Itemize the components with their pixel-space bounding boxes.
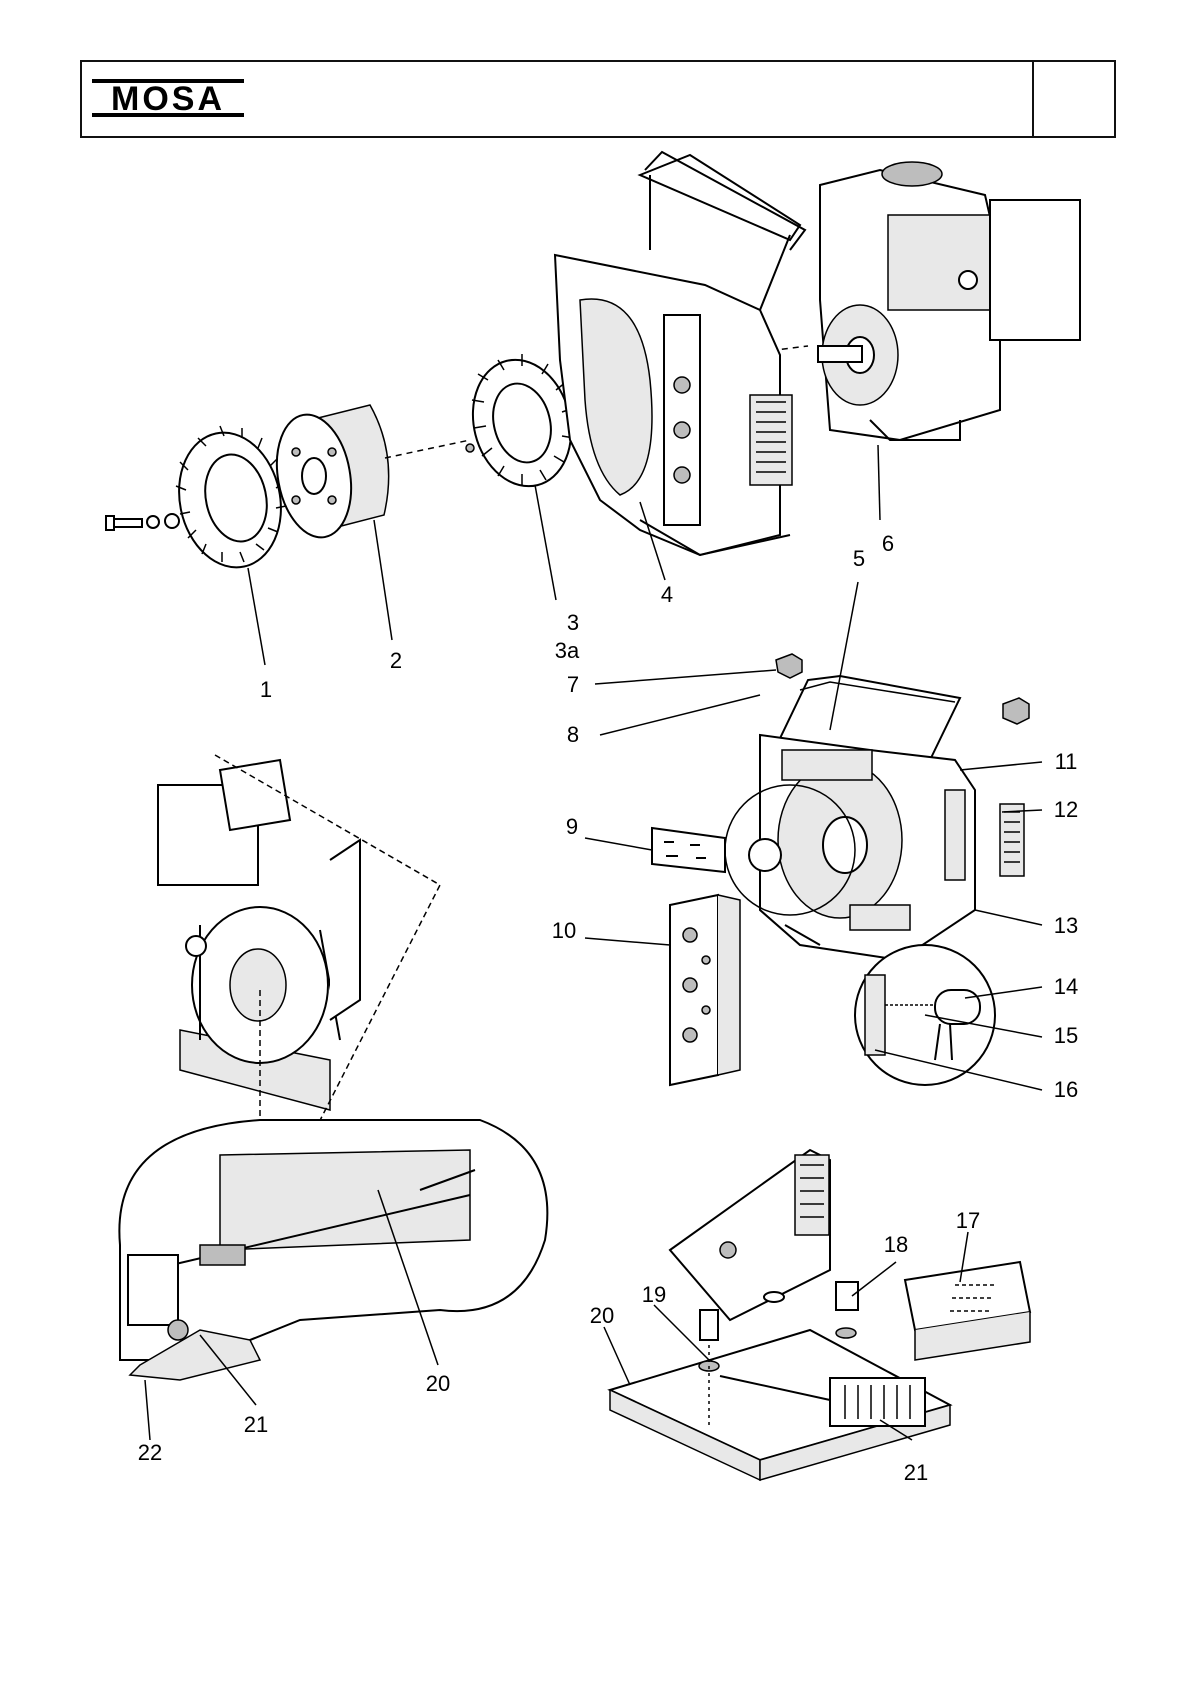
callout-10: 10 — [552, 918, 576, 943]
callout-1: 1 — [260, 677, 272, 702]
logo-graphic: MOSA — [92, 79, 244, 118]
callout-6: 6 — [882, 531, 894, 556]
callout-11: 11 — [1055, 749, 1078, 774]
callout-20-base: 20 — [590, 1303, 614, 1328]
zoom-detail-drawing — [118, 1119, 549, 1381]
callout-22: 22 — [138, 1440, 162, 1465]
assembled-unit-drawing — [157, 758, 361, 1111]
terminal-cover-drawing — [903, 1260, 1032, 1361]
header-divider — [1032, 62, 1034, 136]
callout-18: 18 — [884, 1232, 908, 1257]
leader-lines — [144, 444, 1043, 1441]
callout-2: 2 — [390, 648, 402, 673]
vent-grille-drawing — [999, 803, 1025, 877]
engine-drawing — [817, 161, 1081, 442]
callout-16: 16 — [1054, 1077, 1078, 1102]
page-header: MOSA — [80, 60, 1116, 138]
callout-9: 9 — [566, 814, 578, 839]
callout-20-detail: 20 — [426, 1371, 450, 1396]
callout-13: 13 — [1054, 913, 1078, 938]
mosa-logo: MOSA — [92, 68, 244, 124]
base-mounting-drawing — [607, 1148, 953, 1482]
callout-8: 8 — [567, 722, 579, 747]
callout-12: 12 — [1054, 797, 1078, 822]
callout-19: 19 — [642, 1282, 666, 1307]
cap-nuts-drawing — [775, 653, 1030, 725]
callout-14: 14 — [1054, 974, 1078, 999]
callout-3a: 3a — [555, 638, 580, 663]
callout-3: 3 — [567, 610, 579, 635]
handle-frame-drawing — [748, 674, 976, 962]
callout-17: 17 — [956, 1208, 980, 1233]
circuit-board-drawing — [651, 826, 726, 874]
frame-drawing — [553, 150, 807, 557]
bolt-washers-drawing — [105, 513, 180, 531]
svg-text:MOSA: MOSA — [111, 80, 225, 118]
callout-4: 4 — [661, 582, 673, 607]
fan-drawing — [175, 425, 287, 569]
callout-21-detail: 21 — [244, 1412, 268, 1437]
terminal-panel-drawing — [669, 893, 741, 1087]
rotor-housing-drawing — [275, 404, 390, 539]
detail-circle-drawing — [724, 784, 996, 1086]
callout-5: 5 — [853, 546, 865, 571]
callout-15: 15 — [1054, 1023, 1078, 1048]
callout-21-base: 21 — [904, 1460, 928, 1485]
callout-7: 7 — [567, 672, 579, 697]
